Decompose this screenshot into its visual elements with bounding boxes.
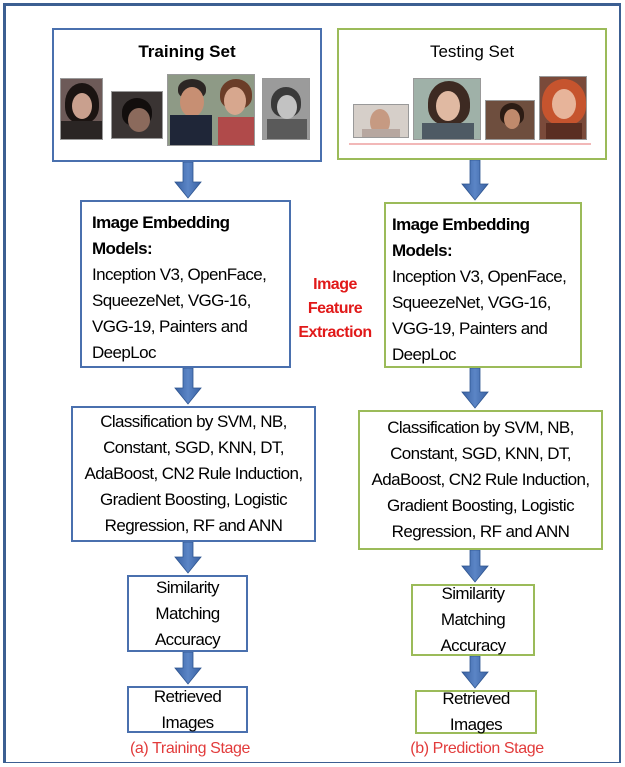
training-stage-label: (a) Training Stage: [130, 740, 250, 757]
training-classification-box: Classification by SVM, NB, Constant, SGD…: [71, 406, 316, 542]
training-retrieved-box: Retrieved Images: [127, 686, 248, 733]
testing-photo-underline: [349, 143, 591, 145]
arrow-train-set-to-embedding: [174, 161, 202, 199]
testing-embedding-models: Inception V3, OpenFace, SqueezeNet, VGG-…: [392, 267, 567, 364]
testing-classification-text: Classification by SVM, NB, Constant, SGD…: [371, 418, 591, 541]
testing-retrieved-text: Retrieved Images: [442, 689, 510, 734]
training-embedding-models: Inception V3, OpenFace, SqueezeNet, VGG-…: [92, 265, 267, 362]
training-photo-1: [60, 78, 103, 140]
outer-frame: [3, 3, 621, 763]
arrow-test-similarity-to-retrieved: [461, 655, 489, 689]
testing-similarity-text: Similarity Matching Accuracy: [440, 584, 506, 655]
training-retrieved-text: Retrieved Images: [153, 686, 222, 732]
testing-embedding-heading: Image Embedding Models:: [392, 215, 530, 260]
feature-extraction-label: Image Feature Extraction: [298, 276, 372, 341]
training-similarity-box: Similarity Matching Accuracy: [127, 575, 248, 652]
testing-retrieved-box: Retrieved Images: [415, 689, 537, 734]
testing-photo-3: [485, 100, 535, 140]
testing-set-box: Testing Set: [337, 28, 607, 160]
testing-set-title: Testing Set: [429, 42, 515, 61]
testing-photo-1: [353, 104, 409, 138]
training-embedding-box: Image Embedding Models: Inception V3, Op…: [80, 200, 291, 368]
arrow-train-similarity-to-retrieved: [174, 651, 202, 685]
testing-photo-4: [539, 76, 587, 140]
training-photo-4: [262, 78, 310, 140]
arrow-train-embedding-to-classification: [174, 367, 202, 405]
testing-classification-box: Classification by SVM, NB, Constant, SGD…: [358, 410, 603, 550]
testing-embedding-box: Image Embedding Models: Inception V3, Op…: [384, 202, 582, 368]
arrow-train-classification-to-similarity: [174, 541, 202, 574]
arrow-test-classification-to-similarity: [461, 549, 489, 583]
testing-stage-label: (b) Prediction Stage: [410, 740, 544, 757]
arrow-test-embedding-to-classification: [461, 367, 489, 409]
testing-photo-2: [413, 78, 481, 140]
training-classification-text: Classification by SVM, NB, Constant, SGD…: [84, 412, 304, 535]
training-set-box: Training Set: [52, 28, 322, 162]
training-embedding-heading: Image Embedding Models:: [92, 213, 230, 258]
training-similarity-text: Similarity Matching Accuracy: [154, 577, 221, 649]
training-photo-2: [111, 91, 163, 139]
training-photo-3: [167, 74, 255, 146]
training-set-title: Training Set: [138, 42, 236, 61]
arrow-test-set-to-embedding: [461, 159, 489, 201]
testing-similarity-box: Similarity Matching Accuracy: [411, 584, 535, 656]
